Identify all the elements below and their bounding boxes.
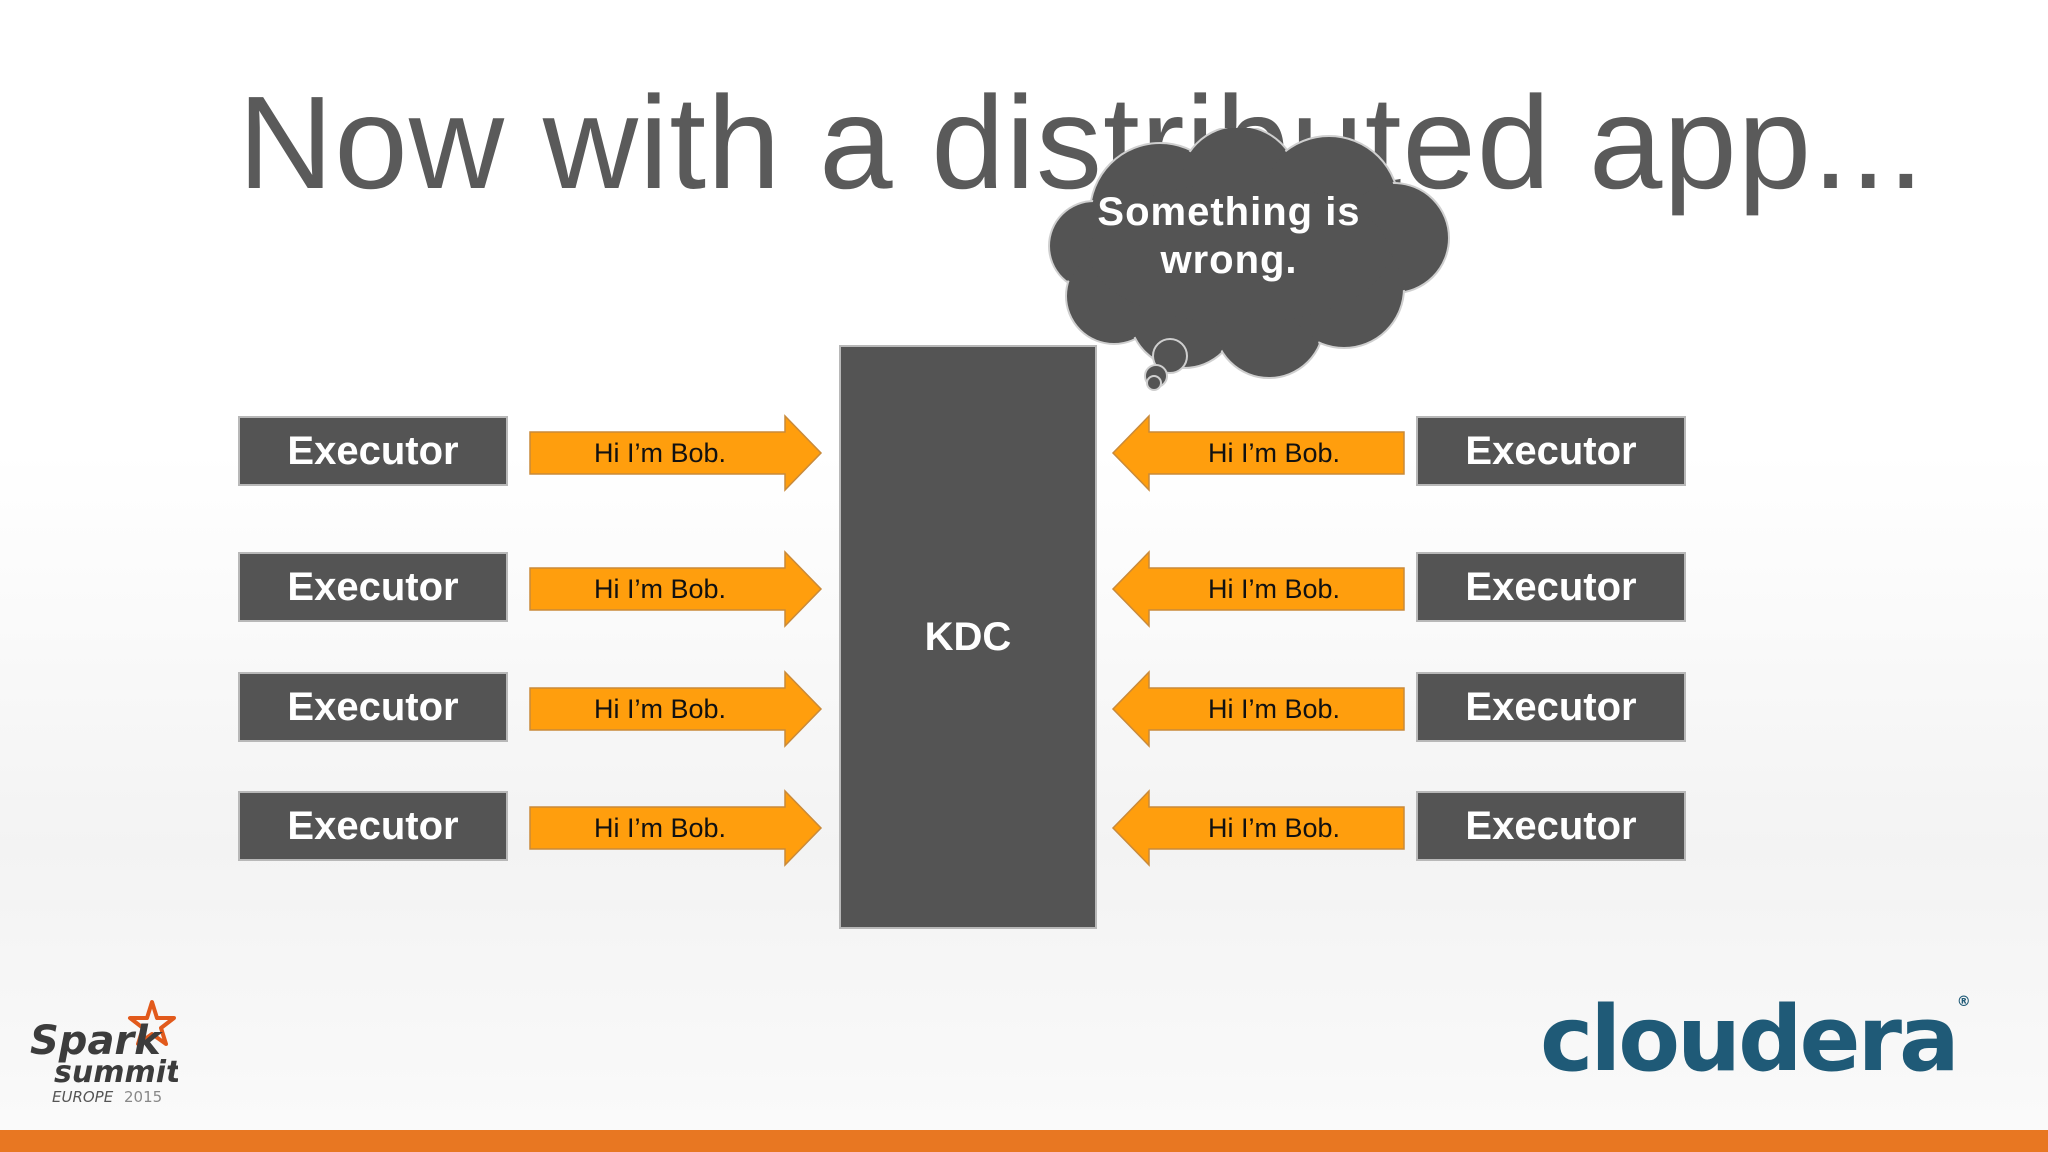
executor-right-1: Executor	[1416, 416, 1686, 486]
arrow-left-2: Hi I’m Bob.	[529, 550, 823, 628]
spark-star-icon	[128, 1000, 176, 1046]
executor-left-2: Executor	[238, 552, 508, 622]
arrow-right-icon	[529, 550, 823, 628]
arrow-label: Hi I’m Bob.	[593, 437, 727, 468]
thought-text: Something is wrong.	[1097, 190, 1361, 282]
kdc-box: KDC	[839, 345, 1097, 929]
arrow-right-3: Hi I’m Bob.	[1111, 670, 1405, 748]
spark-word: Spark	[30, 1018, 163, 1064]
arrow-label: Hi I’m Bob.	[1207, 573, 1341, 604]
registered-mark-icon: ®	[1956, 994, 1971, 1010]
arrow-label: Hi I’m Bob.	[1207, 693, 1341, 724]
executor-left-1: Executor	[238, 416, 508, 486]
arrow-left-4: Hi I’m Bob.	[529, 789, 823, 867]
summit-word: summit	[54, 1055, 178, 1090]
executor-right-2: Executor	[1416, 552, 1686, 622]
spark-summit-logo: Spark summit EUROPE 2015	[30, 1000, 178, 1106]
event-year: 2015	[124, 1088, 162, 1106]
arrow-label: Hi I’m Bob.	[593, 693, 727, 724]
slide-title: Now with a distributed app...	[238, 69, 1926, 216]
arrow-right-icon	[529, 789, 823, 867]
executor-right-4: Executor	[1416, 791, 1686, 861]
arrow-left-icon	[1111, 414, 1405, 492]
footer-accent-bar	[0, 1130, 2048, 1152]
executor-right-3: Executor	[1416, 672, 1686, 742]
arrow-right-icon	[529, 414, 823, 492]
executor-left-3: Executor	[238, 672, 508, 742]
arrow-right-4: Hi I’m Bob.	[1111, 789, 1405, 867]
arrow-left-icon	[1111, 550, 1405, 628]
thought-cloud-icon	[1048, 128, 1450, 391]
arrow-right-icon	[529, 670, 823, 748]
arrow-label: Hi I’m Bob.	[593, 573, 727, 604]
arrow-left-icon	[1111, 670, 1405, 748]
arrow-right-1: Hi I’m Bob.	[1111, 414, 1405, 492]
arrow-left-icon	[1111, 789, 1405, 867]
arrow-label: Hi I’m Bob.	[593, 812, 727, 843]
cloudera-logo: cloudera®	[1540, 995, 1971, 1085]
executor-left-4: Executor	[238, 791, 508, 861]
arrow-right-2: Hi I’m Bob.	[1111, 550, 1405, 628]
arrow-label: Hi I’m Bob.	[1207, 812, 1341, 843]
arrow-left-3: Hi I’m Bob.	[529, 670, 823, 748]
event-word: EUROPE	[52, 1088, 114, 1106]
cloudera-word: cloudera	[1540, 987, 1960, 1092]
arrow-label: Hi I’m Bob.	[1207, 437, 1341, 468]
arrow-left-1: Hi I’m Bob.	[529, 414, 823, 492]
